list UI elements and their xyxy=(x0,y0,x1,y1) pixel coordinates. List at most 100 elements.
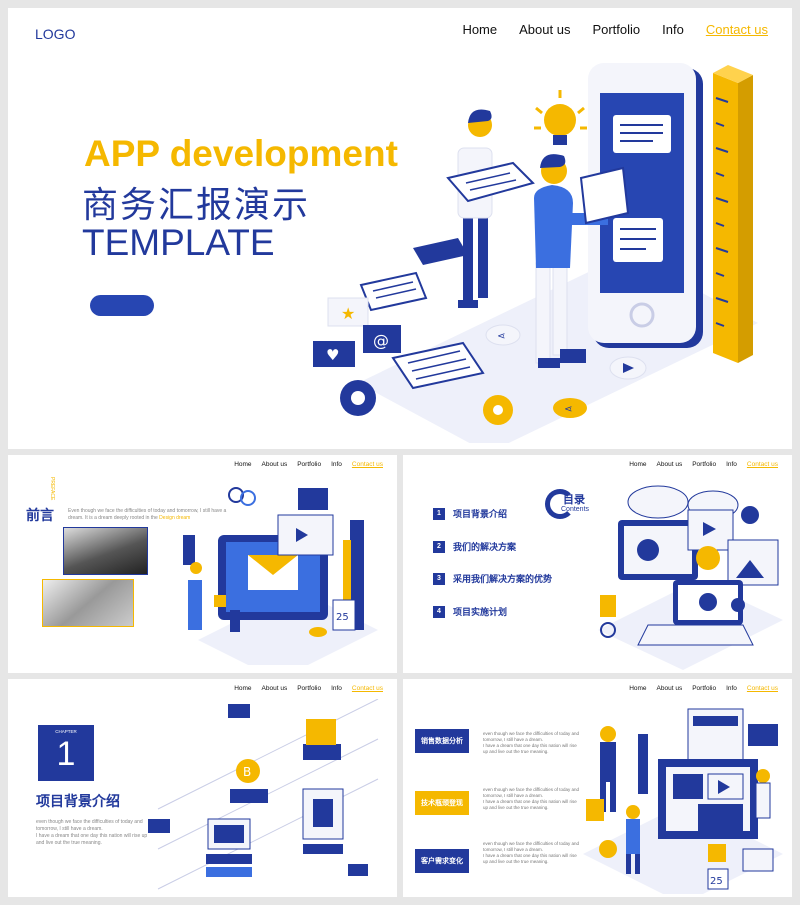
hero-title-cn: 商务汇报演示 xyxy=(82,184,311,225)
nav-info[interactable]: Info xyxy=(726,685,737,692)
play-icon xyxy=(609,356,647,380)
main-nav: Home About us Portfolio Info Contact us xyxy=(462,22,768,37)
contents-nav: Home About us Portfolio Info Contact us xyxy=(629,461,778,468)
tag-desc-1b: I have a dream that one day this nation … xyxy=(483,743,577,754)
toc-number: 4 xyxy=(433,605,445,618)
toc-number: 1 xyxy=(433,507,445,520)
main-slide: LOGO Home About us Portfolio Info Contac… xyxy=(8,8,792,449)
nav-home[interactable]: Home xyxy=(234,685,252,692)
chapter-label: CHAPTER xyxy=(55,729,77,734)
contents-title-en: Contents xyxy=(561,506,590,513)
tag-customer-demand[interactable]: 客户需求变化 xyxy=(415,849,469,873)
hero-title-template: TEMPLATE xyxy=(82,222,275,263)
svg-text:25: 25 xyxy=(710,876,723,887)
analysis-nav: Home About us Portfolio Info Contact us xyxy=(629,685,778,692)
nav-about[interactable]: About us xyxy=(656,461,683,468)
share-icon: ⋖ xyxy=(485,324,521,346)
preface-text: Even though we face the difficulties of … xyxy=(68,508,227,521)
hero-title-en: APP development xyxy=(84,133,398,174)
svg-text:25: 25 xyxy=(336,612,349,623)
svg-text:⋖: ⋖ xyxy=(497,331,505,342)
tag-desc-3a: even though we face the difficulties of … xyxy=(483,841,579,852)
contents-title-cn: 目录 xyxy=(563,494,585,506)
tag-tech-bottleneck[interactable]: 技术瓶颈登现 xyxy=(415,791,469,815)
chapter-nav: Home About us Portfolio Info Contact us xyxy=(234,685,383,692)
svg-text:★: ★ xyxy=(341,304,355,323)
svg-text:@: @ xyxy=(373,331,389,350)
nav-contact[interactable]: Contact us xyxy=(351,461,383,468)
lightbulb-icon xyxy=(534,90,587,145)
nav-portfolio[interactable]: Portfolio xyxy=(297,685,322,692)
nav-home[interactable]: Home xyxy=(629,685,647,692)
chapter-text-2: I have a dream that one day this nation … xyxy=(36,833,148,846)
chapter-slide: Home About us Portfolio Info Contact us … xyxy=(8,679,397,897)
phone-illustration xyxy=(588,63,703,348)
nav-home[interactable]: Home xyxy=(234,461,252,468)
toc-item[interactable]: 3 采用我们解决方案的优势 xyxy=(433,572,552,585)
nav-contact[interactable]: Contact us xyxy=(746,685,778,692)
nav-about[interactable]: About us xyxy=(261,685,288,692)
nav-portfolio[interactable]: Portfolio xyxy=(297,461,322,468)
nav-portfolio[interactable]: Portfolio xyxy=(692,461,717,468)
chapter-title: 项目背景介绍 xyxy=(36,793,120,809)
person-at-phone xyxy=(534,154,630,368)
contents-c-mark xyxy=(545,489,575,519)
heart-tile-icon: ♥ xyxy=(313,341,355,367)
nav-home[interactable]: Home xyxy=(629,461,647,468)
nav-contact[interactable]: Contact us xyxy=(746,461,778,468)
nav-info[interactable]: Info xyxy=(331,461,342,468)
nav-portfolio[interactable]: Portfolio xyxy=(592,22,641,37)
toc-label: 采用我们解决方案的优势 xyxy=(453,574,553,584)
preface-title: 前言 xyxy=(26,507,54,523)
contents-slide: Home About us Portfolio Info Contact us … xyxy=(403,455,792,673)
floating-cards xyxy=(359,238,485,390)
photo-buildings xyxy=(63,527,148,575)
gear-icon-yellow xyxy=(483,395,513,425)
analysis-slide: Home About us Portfolio Info Contact us … xyxy=(403,679,792,897)
toc-label: 项目实施计划 xyxy=(453,607,508,617)
chapter-number: 1 xyxy=(56,735,76,773)
analysis-illustration: 25 xyxy=(583,708,783,894)
cta-button[interactable] xyxy=(90,295,154,316)
preface-nav: Home About us Portfolio Info Contact us xyxy=(234,461,383,468)
preface-vertical-label: PREFACE xyxy=(49,477,55,501)
tag-desc-2a: even though we face the difficulties of … xyxy=(483,787,579,798)
nav-contact[interactable]: Contact us xyxy=(705,22,768,37)
person-with-papers xyxy=(446,109,535,308)
preface-illustration: 25 xyxy=(183,487,378,665)
nav-contact[interactable]: Contact us xyxy=(351,685,383,692)
contents-illustration xyxy=(598,485,783,670)
nav-info[interactable]: Info xyxy=(662,22,684,37)
chapter-text-1: even though we face the difficulties of … xyxy=(36,819,143,832)
share-icon-yellow: ⋖ xyxy=(553,398,587,418)
nav-info[interactable]: Info xyxy=(331,685,342,692)
preface-slide: Home About us Portfolio Info Contact us … xyxy=(8,455,397,673)
chapter-illustration: B xyxy=(148,699,379,890)
nav-about[interactable]: About us xyxy=(261,461,288,468)
nav-home[interactable]: Home xyxy=(462,22,498,37)
nav-portfolio[interactable]: Portfolio xyxy=(692,685,717,692)
app-development-illustration: ★ @ ♥ ⋖ ⋖ xyxy=(313,63,758,443)
toc-item[interactable]: 1 项目背景介绍 xyxy=(433,507,507,520)
toc-number: 2 xyxy=(433,540,445,553)
nav-about[interactable]: About us xyxy=(656,685,683,692)
svg-text:B: B xyxy=(243,765,251,779)
tag-desc-2b: I have a dream that one day this nation … xyxy=(483,799,577,810)
toc-label: 我们的解决方案 xyxy=(453,542,517,552)
ruler-illustration xyxy=(713,65,753,363)
tag-sales-analysis[interactable]: 销售数据分析 xyxy=(415,729,469,753)
nav-about[interactable]: About us xyxy=(519,22,571,37)
logo[interactable]: LOGO xyxy=(35,26,76,42)
toc-item[interactable]: 2 我们的解决方案 xyxy=(433,540,516,553)
nav-info[interactable]: Info xyxy=(726,461,737,468)
email-tile-icon: @ xyxy=(363,325,401,353)
toc-number: 3 xyxy=(433,572,445,585)
star-tile-icon: ★ xyxy=(327,297,369,327)
toc-item[interactable]: 4 项目实施计划 xyxy=(433,605,507,618)
photo-architecture xyxy=(42,579,134,627)
svg-text:⋖: ⋖ xyxy=(564,404,572,415)
chapter-number-box: CHAPTER 1 xyxy=(38,725,94,781)
tag-desc-3b: I have a dream that one day this nation … xyxy=(483,853,577,864)
svg-text:♥: ♥ xyxy=(326,346,339,364)
gear-icon-blue xyxy=(340,380,376,416)
